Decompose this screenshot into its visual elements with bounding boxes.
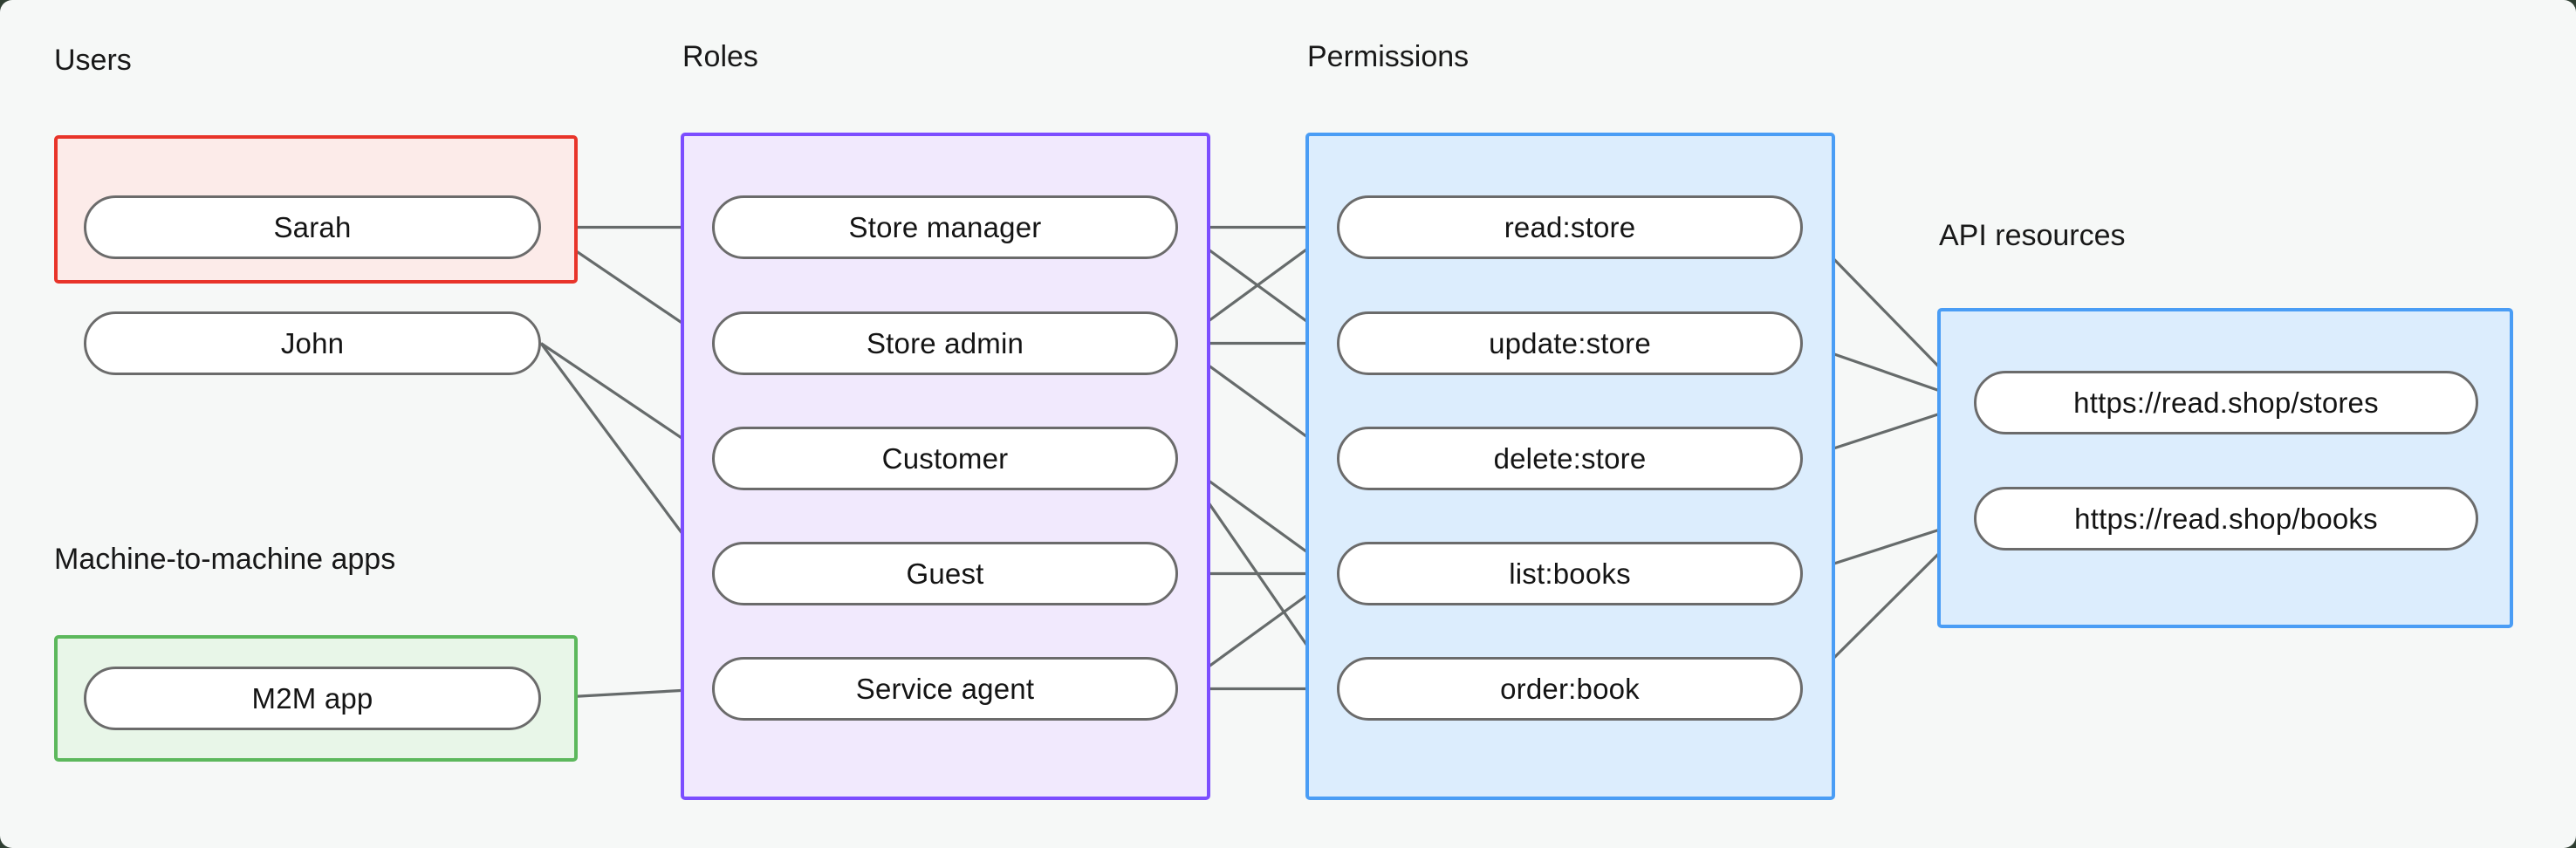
node-resource-stores[interactable]: https://read.shop/stores (1974, 371, 2478, 434)
node-sarah[interactable]: Sarah (84, 195, 541, 259)
group-label-users: Users (54, 44, 132, 77)
node-resource-books[interactable]: https://read.shop/books (1974, 487, 2478, 551)
node-store-admin[interactable]: Store admin (712, 311, 1178, 375)
node-update-store[interactable]: update:store (1337, 311, 1803, 375)
node-customer[interactable]: Customer (712, 427, 1178, 490)
node-john[interactable]: John (84, 311, 541, 375)
group-label-api-resources: API resources (1939, 219, 2126, 252)
node-store-manager[interactable]: Store manager (712, 195, 1178, 259)
node-m2m-app[interactable]: M2M app (84, 667, 541, 730)
group-box-api-resources (1937, 308, 2513, 628)
node-guest[interactable]: Guest (712, 542, 1178, 605)
node-list-books[interactable]: list:books (1337, 542, 1803, 605)
group-label-permissions: Permissions (1307, 40, 1470, 73)
group-label-m2m: Machine-to-machine apps (54, 543, 396, 576)
node-service-agent[interactable]: Service agent (712, 657, 1178, 721)
group-label-roles: Roles (682, 40, 758, 73)
node-read-store[interactable]: read:store (1337, 195, 1803, 259)
node-delete-store[interactable]: delete:store (1337, 427, 1803, 490)
node-order-book[interactable]: order:book (1337, 657, 1803, 721)
